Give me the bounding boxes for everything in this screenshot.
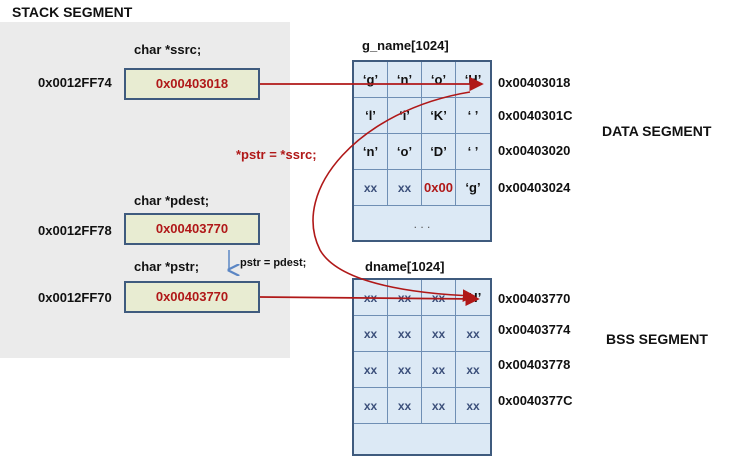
dname-address: 0x00403778 bbox=[498, 357, 571, 372]
pstr-address: 0x0012FF70 bbox=[38, 290, 112, 305]
g-name-null-terminator: 0x00 bbox=[422, 170, 456, 206]
dname-address: 0x0040377C bbox=[498, 393, 573, 408]
dname-cell: xx bbox=[422, 316, 456, 352]
data-segment-label: DATA SEGMENT bbox=[602, 123, 712, 139]
g-name-cell: ‘o’ bbox=[388, 134, 422, 170]
g-name-address: 0x0040301C bbox=[498, 108, 573, 123]
dname-cell: xx bbox=[388, 316, 422, 352]
assign-pdest-label: pstr = pdest; bbox=[240, 257, 307, 269]
dname-cell: xx bbox=[422, 388, 456, 424]
g-name-address: 0x00403024 bbox=[498, 180, 571, 195]
dname-cell: xx bbox=[354, 388, 388, 424]
ssrc-address: 0x0012FF74 bbox=[38, 75, 112, 90]
assign-ssrc-label: *pstr = *ssrc; bbox=[236, 147, 317, 162]
dname-grid: xx xx xx ‘H’ xx xx xx xx xx xx xx xx xx … bbox=[352, 278, 492, 456]
g-name-cell: ‘ ’ bbox=[456, 98, 490, 134]
pstr-value-box: 0x00403770 bbox=[124, 281, 260, 313]
g-name-ellipsis: . . . bbox=[413, 217, 431, 231]
g-name-cell: ‘n’ bbox=[354, 134, 388, 170]
g-name-cell: ‘K’ bbox=[422, 98, 456, 134]
g-name-cell: xx bbox=[388, 170, 422, 206]
ssrc-value-box: 0x00403018 bbox=[124, 68, 260, 100]
dname-cell: xx bbox=[456, 316, 490, 352]
dname-cell: xx bbox=[456, 388, 490, 424]
pdest-address: 0x0012FF78 bbox=[38, 223, 112, 238]
g-name-cell: xx bbox=[354, 170, 388, 206]
dname-title: dname[1024] bbox=[365, 259, 445, 274]
dname-cell: xx bbox=[354, 316, 388, 352]
ssrc-declaration: char *ssrc; bbox=[134, 42, 202, 57]
stack-segment-label: STACK SEGMENT bbox=[12, 4, 133, 20]
pdest-value-box: 0x00403770 bbox=[124, 213, 260, 245]
copy-arrow bbox=[312, 91, 476, 302]
bss-segment-label: BSS SEGMENT bbox=[606, 331, 708, 347]
g-name-address: 0x00403018 bbox=[498, 75, 571, 90]
g-name-title: g_name[1024] bbox=[362, 38, 449, 53]
pstr-declaration: char *pstr; bbox=[134, 259, 200, 274]
dname-cell: xx bbox=[388, 388, 422, 424]
dname-cell: xx bbox=[354, 352, 388, 388]
g-name-cell: ‘g’ bbox=[456, 170, 490, 206]
dname-cell: xx bbox=[456, 352, 490, 388]
pstr-pointer-arrow bbox=[259, 291, 480, 307]
g-name-grid: ‘g’ ‘n’ ‘o’ ‘H’ ‘l’ ‘i’ ‘K’ ‘ ’ ‘n’ ‘o’ … bbox=[352, 60, 492, 242]
dname-address: 0x00403770 bbox=[498, 291, 571, 306]
g-name-cell: ‘l’ bbox=[354, 98, 388, 134]
pdest-declaration: char *pdest; bbox=[134, 193, 210, 208]
g-name-cell: ‘ ’ bbox=[456, 134, 490, 170]
dname-cell: xx bbox=[388, 352, 422, 388]
g-name-cell: ‘i’ bbox=[388, 98, 422, 134]
dname-cell: xx bbox=[422, 352, 456, 388]
g-name-cell: ‘D’ bbox=[422, 134, 456, 170]
dname-address: 0x00403774 bbox=[498, 322, 571, 337]
g-name-address: 0x00403020 bbox=[498, 143, 571, 158]
